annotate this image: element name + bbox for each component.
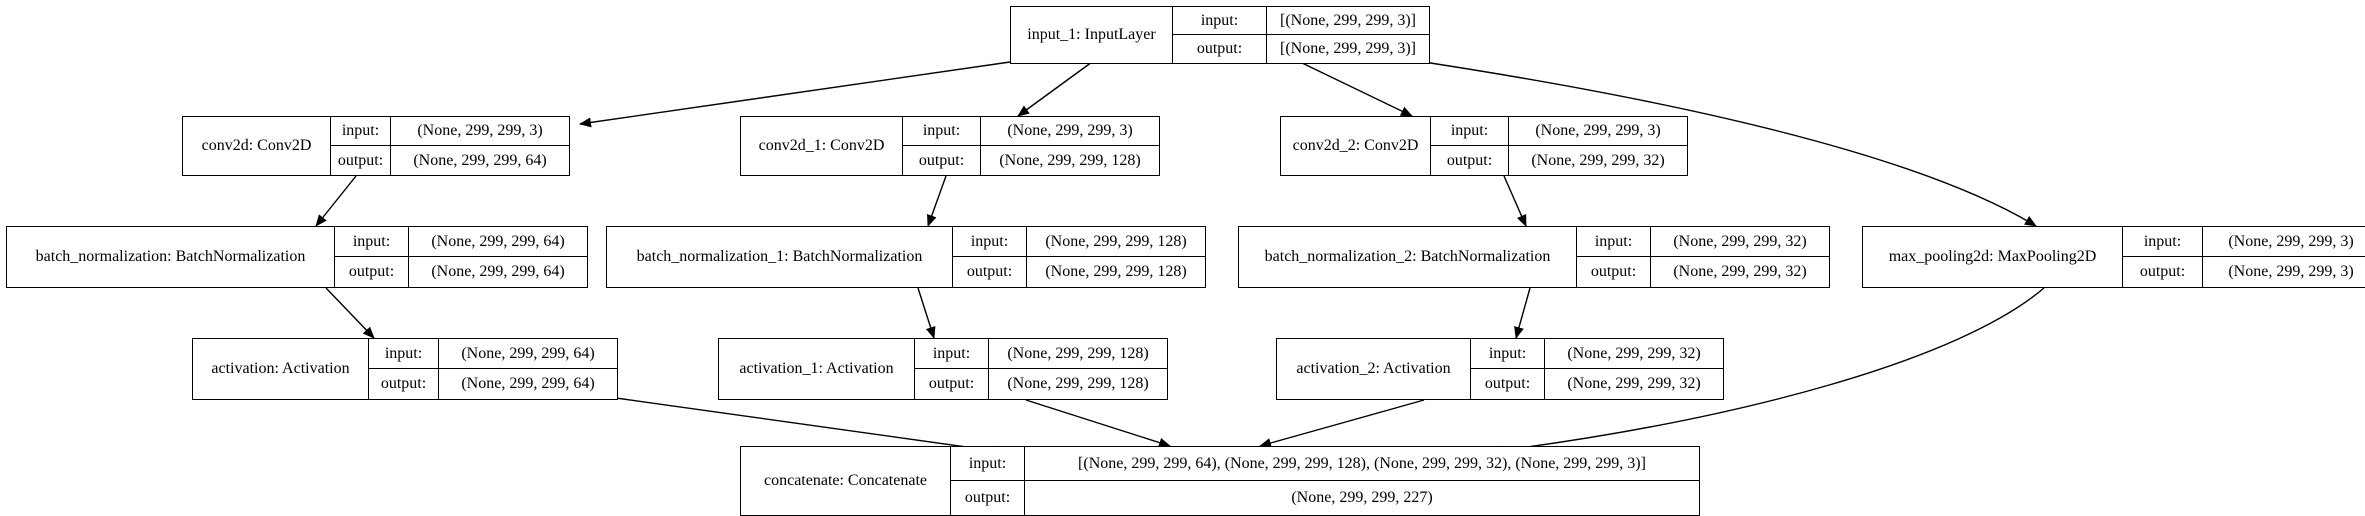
input-label: input: [951, 447, 1025, 481]
edge-input-1-to-conv2d [579, 61, 1011, 128]
input-label: input: [1471, 339, 1545, 369]
output-shape: (None, 299, 299, 128) [1045, 263, 1187, 280]
output-label: output: [2123, 257, 2203, 287]
input-label: input: [335, 227, 409, 257]
layer-name: activation: Activation [193, 339, 369, 399]
output-shape: (None, 299, 299, 128) [999, 151, 1141, 169]
output-label: output: [953, 257, 1027, 287]
input-shape: (None, 299, 299, 3) [2203, 227, 2365, 257]
layer-name: batch_normalization_1: BatchNormalizatio… [607, 227, 953, 287]
output-shape: (None, 299, 299, 128) [1007, 375, 1149, 392]
input-shape: (None, 299, 299, 64) [409, 227, 587, 257]
edge-input-1-to-maxpool [1423, 61, 2037, 227]
layer-name: input_1: InputLayer [1011, 7, 1173, 63]
layer-node-bn-2: batch_normalization_2: BatchNormalizatio… [1238, 226, 1830, 288]
input-shape: [(None, 299, 299, 3)] [1267, 7, 1429, 35]
output-label: output: [915, 369, 989, 399]
edge-bn-1-to-act-1 [917, 287, 936, 339]
layer-name: concatenate: Concatenate [741, 447, 951, 515]
output-shape: (None, 299, 299, 3) [2228, 263, 2354, 280]
output-label: output: [1173, 35, 1267, 63]
input-label: input: [1173, 7, 1267, 35]
output-label: output: [331, 146, 391, 175]
edge-act-to-concat [615, 397, 1003, 456]
input-shape: (None, 299, 299, 3) [981, 117, 1159, 146]
output-label: output: [369, 369, 439, 399]
output-label: output: [1577, 257, 1651, 287]
input-shape: (None, 299, 299, 3) [1509, 117, 1687, 146]
edge-act-1-to-concat [1025, 399, 1171, 448]
input-shape: (None, 299, 299, 32) [1651, 227, 1829, 257]
edge-bn-2-to-act-2 [1514, 287, 1531, 339]
input-label: input: [1431, 117, 1509, 146]
input-label: input: [915, 339, 989, 369]
edge-input-1-to-conv2d-1 [1017, 61, 1093, 117]
output-shape: (None, 299, 299, 32) [1531, 151, 1665, 169]
input-shape: (None, 299, 299, 128) [989, 339, 1167, 369]
layer-name: conv2d_1: Conv2D [741, 117, 903, 175]
output-label: output: [903, 146, 981, 175]
input-label: input: [953, 227, 1027, 257]
layer-node-bn-1: batch_normalization_1: BatchNormalizatio… [606, 226, 1206, 288]
output-shape: (None, 299, 299, 32) [1673, 263, 1807, 280]
output-shape: (None, 299, 299, 64) [461, 375, 595, 392]
input-label: input: [2123, 227, 2203, 257]
output-shape: (None, 299, 299, 64) [431, 263, 565, 280]
input-shape: (None, 299, 299, 128) [1027, 227, 1205, 257]
input-label: input: [903, 117, 981, 146]
input-shape: [(None, 299, 299, 64), (None, 299, 299, … [1025, 447, 1699, 481]
edge-bn-to-act [325, 287, 375, 339]
edge-maxpool-to-concat [1489, 287, 2045, 456]
input-label: input: [369, 339, 439, 369]
edge-input-1-to-conv2d-2 [1299, 61, 1413, 117]
output-label: output: [951, 481, 1025, 515]
output-shape: (None, 299, 299, 64) [413, 151, 547, 169]
layer-name: conv2d: Conv2D [183, 117, 331, 175]
output-label: output: [1471, 369, 1545, 399]
edge-conv2d-to-bn [315, 175, 357, 227]
output-label: output: [1431, 146, 1509, 175]
layer-name: activation_2: Activation [1277, 339, 1471, 399]
output-label: output: [335, 257, 409, 287]
input-shape: (None, 299, 299, 32) [1545, 339, 1723, 369]
layer-name: max_pooling2d: MaxPooling2D [1863, 227, 2123, 287]
input-label: input: [331, 117, 391, 146]
edge-act-2-to-concat [1259, 399, 1425, 448]
input-shape: (None, 299, 299, 3) [391, 117, 569, 146]
input-shape: (None, 299, 299, 64) [439, 339, 617, 369]
output-shape: (None, 299, 299, 227) [1291, 489, 1433, 506]
output-shape: (None, 299, 299, 32) [1567, 375, 1701, 392]
edge-conv2d-1-to-bn-1 [927, 175, 947, 227]
output-shape: [(None, 299, 299, 3)] [1280, 40, 1416, 57]
input-label: input: [1577, 227, 1651, 257]
layer-name: conv2d_2: Conv2D [1281, 117, 1431, 175]
layer-name: activation_1: Activation [719, 339, 915, 399]
layer-name: batch_normalization: BatchNormalization [7, 227, 335, 287]
edge-conv2d-2-to-bn-2 [1503, 175, 1527, 227]
layer-name: batch_normalization_2: BatchNormalizatio… [1239, 227, 1577, 287]
